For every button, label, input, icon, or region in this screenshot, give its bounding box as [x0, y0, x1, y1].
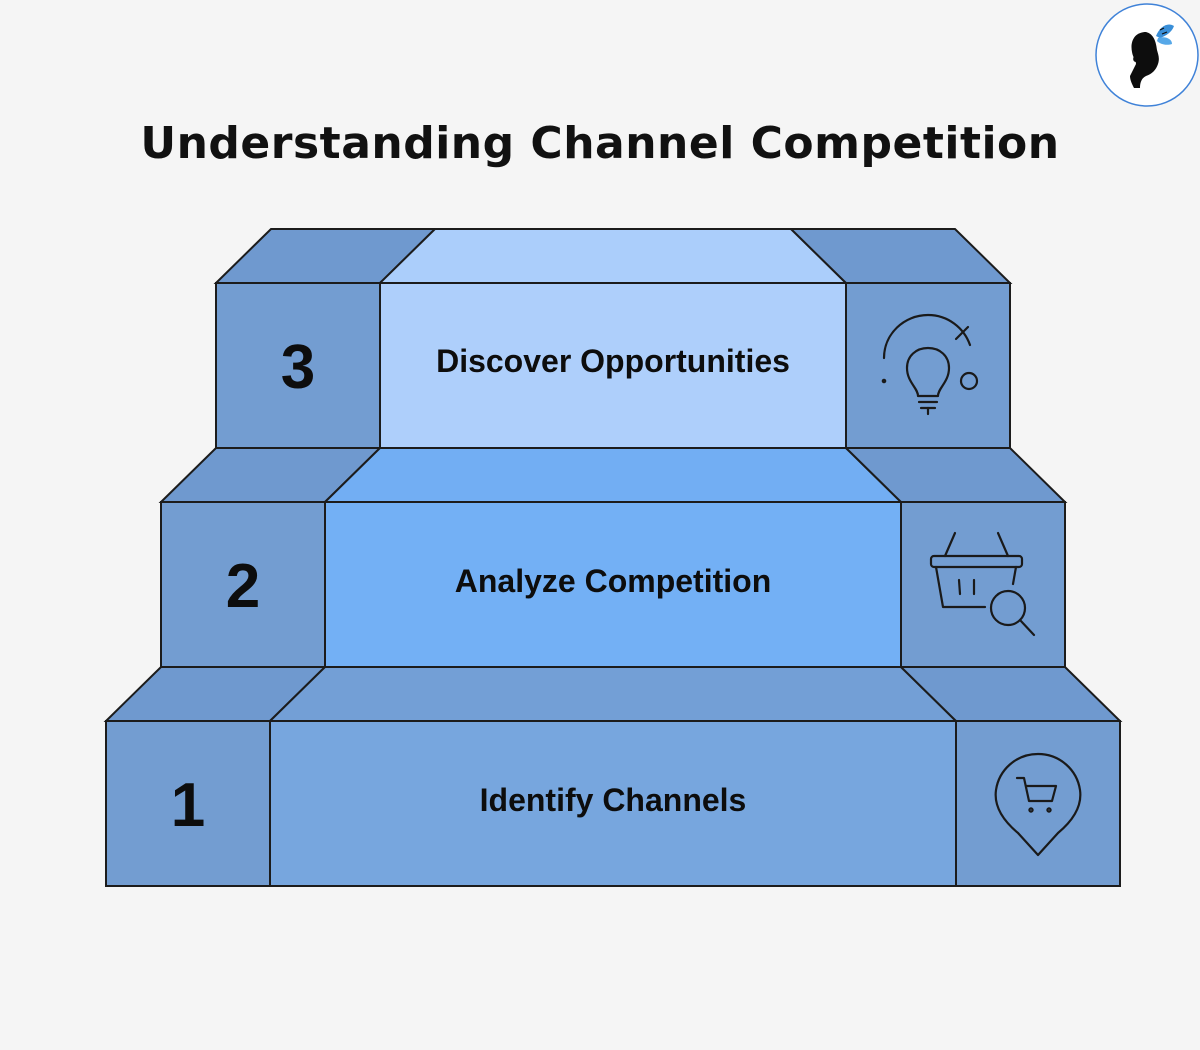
- basket-magnifier-icon: [929, 531, 1036, 637]
- step-1-label-block: [269, 720, 957, 887]
- brand-logo: [1095, 3, 1199, 107]
- woman-silhouette-butterfly-icon: [1130, 24, 1174, 88]
- shopping-cart-pin-icon: [994, 752, 1082, 857]
- step-2: 2 Analyze Competition: [158, 447, 1068, 668]
- step-2-top-center: [322, 447, 904, 503]
- step-1-top-center: [267, 666, 959, 722]
- step-2-label: Analyze Competition: [455, 563, 771, 599]
- step-1: 1 Identify Channels: [103, 666, 1123, 887]
- step-2-icon-block: [900, 501, 1066, 668]
- step-1-number-block: [105, 720, 271, 887]
- step-1-label: Identify Channels: [480, 782, 747, 818]
- step-3-number-block: [215, 282, 381, 449]
- step-3: 3 Discover Opportunities: [213, 228, 1013, 449]
- step-3-top-center: [377, 228, 849, 284]
- page-title: Understanding Channel Competition: [140, 118, 1060, 169]
- step-3-label-block: [379, 282, 847, 449]
- step-3-label: Discover Opportunities: [436, 343, 790, 379]
- step-1-number: 1: [171, 771, 205, 840]
- step-1-icon-block: [955, 720, 1121, 887]
- step-3-icon-block: [845, 282, 1011, 449]
- lightbulb-icon: [881, 313, 979, 416]
- step-2-label-block: [324, 501, 902, 668]
- step-3-number: 3: [281, 333, 315, 402]
- step-2-number: 2: [226, 552, 260, 621]
